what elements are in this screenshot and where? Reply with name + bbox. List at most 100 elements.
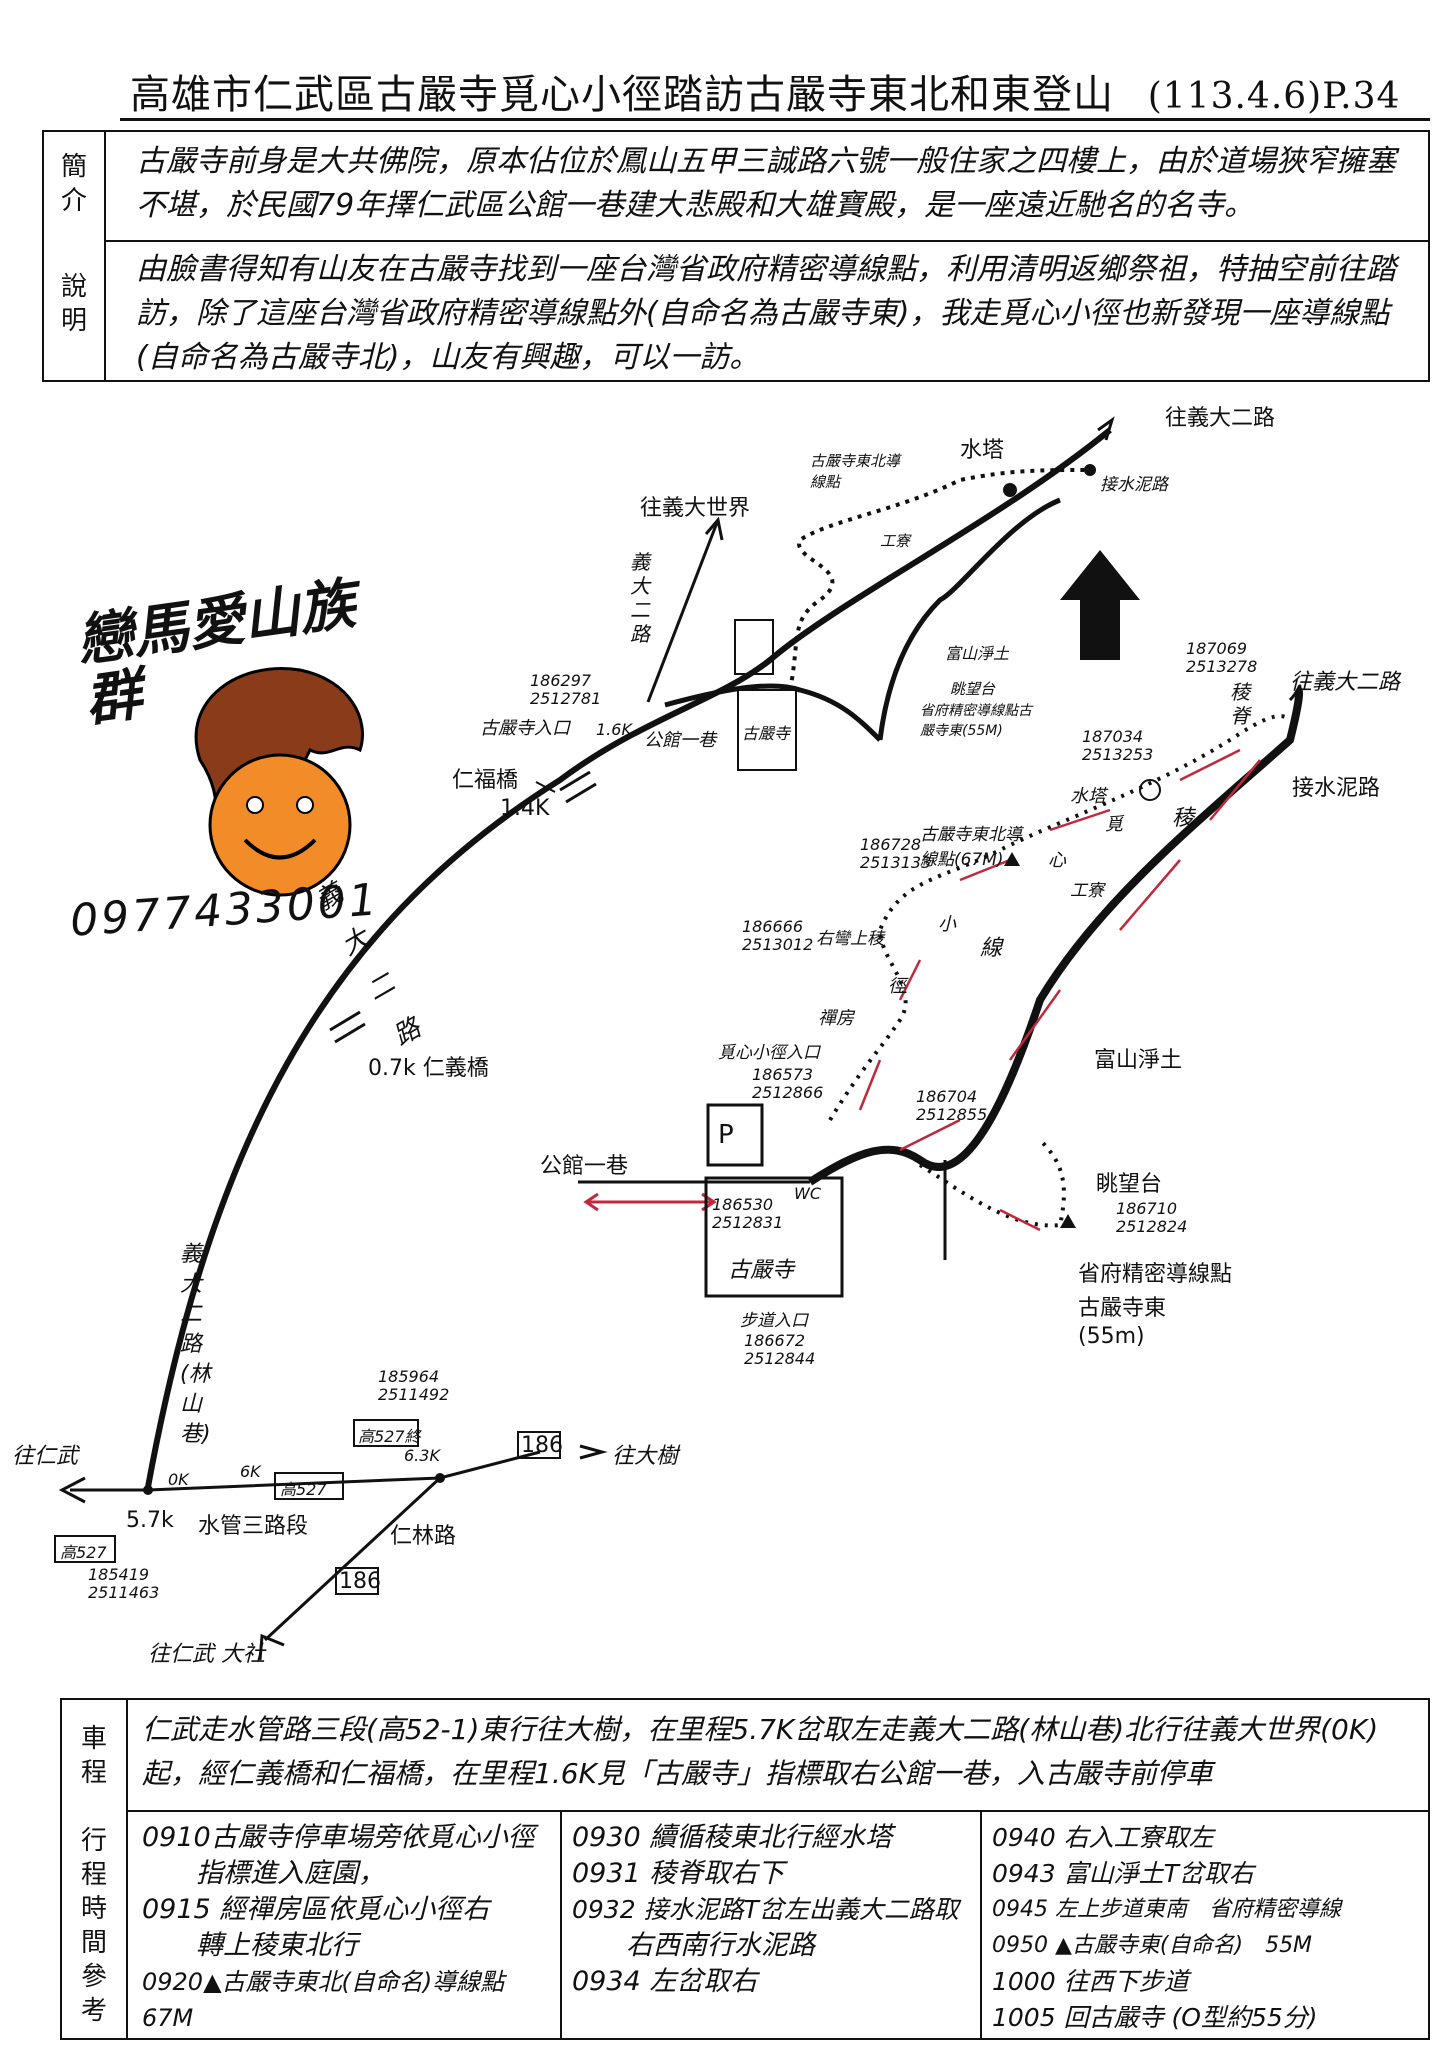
label-route-186-a: 186: [521, 1433, 563, 1458]
d-ridge: 稜脊: [1230, 680, 1250, 728]
schedule-col-1: 0910古嚴寺停車場旁依覓心小徑 指標進入庭園， 0915 經禪房區依覓心小徑右…: [142, 1820, 552, 2036]
intro-table: 簡介 古嚴寺前身是大共佛院，原本佔位於鳳山五甲三誠路六號一般住家之四樓上，由於道…: [42, 130, 1430, 382]
d-trail-char-3: 小: [938, 914, 956, 935]
sched-1-2: 指標進入庭園，: [142, 1858, 385, 1889]
label-route-186-b: 186: [339, 1569, 381, 1594]
d-east-height: (55m): [1078, 1324, 1145, 1349]
jct-05: [143, 1485, 153, 1495]
label-end: 高527終: [358, 1427, 421, 1446]
label-factory-top: 工寮: [880, 532, 911, 550]
arrow-to-dashu: [579, 1444, 608, 1460]
d-east-mark: 省府精密導線點: [1078, 1262, 1233, 1287]
sched-3-4: 0950 ▲古嚴寺東(自命名) 55M: [992, 1933, 1313, 1958]
d-step-coord: 186672 2512844: [744, 1331, 816, 1368]
sched-3-2: 0943 富山淨土T岔取右: [992, 1859, 1254, 1888]
d-vp-coord: 186710 2512824: [1116, 1199, 1188, 1236]
sched-2-5: 0934 左岔取右: [572, 1966, 758, 1997]
box-527-top: [274, 1472, 344, 1500]
eye-left: [246, 796, 264, 814]
sched-3-3: 0945 左上步道東南 省府精密導線: [992, 1897, 1341, 1922]
label-east-top: 省府精密導線點古嚴寺東(55M): [920, 703, 1032, 739]
d-trail-char-2: 心: [1048, 850, 1066, 871]
pointer-renfu: [535, 781, 556, 793]
detail-trail-east: [918, 1138, 1066, 1228]
detail-trail-loop: [828, 714, 1292, 1122]
schedule-col-2: 0930 續循稜東北行經水塔 0931 稜脊取右下 0932 接水泥路T岔左出義…: [572, 1820, 972, 2000]
detail-parking-box: [706, 1103, 764, 1167]
label-temple-top: 古嚴寺: [742, 724, 791, 743]
d-temple-coord: 186530 2512831: [712, 1195, 784, 1232]
trail-top: [788, 468, 1091, 691]
label-linshan-lane: 義大二路(林山巷): [180, 1242, 211, 1447]
sched-2-1: 0930 續循稜東北行經水塔: [572, 1822, 893, 1853]
d-ridge-word: 稜: [1172, 806, 1195, 831]
box-527-end: [353, 1419, 419, 1447]
sched-divider-1: [560, 1812, 562, 2038]
label-route-527-left: 高527: [60, 1543, 107, 1562]
label-tap-road-top: 接水泥路: [1100, 475, 1168, 495]
d-water-tower: 水塔: [1070, 786, 1106, 807]
road-shuiguan: [70, 1450, 541, 1492]
label-end-km: 6.3K: [404, 1446, 440, 1465]
note-label: 說明: [60, 272, 87, 336]
sched-3-6: 1005 回古嚴寺 (O型約55分): [992, 2003, 1318, 2032]
label-km-57: 5.7k: [126, 1508, 174, 1533]
orange-face: [208, 753, 352, 897]
logo-mascot: [194, 667, 364, 897]
d-rr-coord: 186666 2513012: [742, 917, 814, 954]
label-fushan-top: 富山淨土: [945, 644, 1010, 663]
d-ridge-coord: 187069 2513278: [1186, 639, 1258, 676]
road-renlin: [263, 1476, 442, 1642]
water-tower-icon: [1139, 779, 1161, 801]
d-trail-entrance: 覓心小徑入口: [718, 1043, 820, 1063]
road-to-yida-world: [646, 519, 720, 703]
box-186-a: [517, 1431, 561, 1459]
d-trail-word: 線: [980, 936, 1003, 961]
d-zen: 禪房: [818, 1008, 854, 1029]
triangle-mark-north: [1004, 852, 1020, 866]
label-end-coord: 185964 2511492: [378, 1367, 450, 1404]
schedule-label: 行程時間參考: [80, 1826, 107, 2026]
drive-divider-v: [126, 1700, 128, 2038]
sched-1-1: 0910古嚴寺停車場旁依覓心小徑: [142, 1822, 535, 1853]
d-trail-char-1: 覓: [1105, 814, 1123, 835]
label-entrance-coord: 186297 2512781: [530, 671, 602, 708]
arrow-to-yida-2nd-top: [1097, 416, 1115, 441]
label-sixk: 6K: [240, 1462, 261, 1481]
d-tap-road: 接水泥路: [1292, 776, 1381, 801]
intro-text: 古嚴寺前身是大共佛院，原本佔位於鳳山五甲三誠路六號一般住家之四樓上，由於道場狹窄…: [136, 144, 1396, 223]
detail-temple-box: [704, 1176, 844, 1298]
overview-map: [54, 416, 1303, 1661]
schedule-col-3: 0940 右入工寮取左 0943 富山淨土T岔取右 0945 左上步道東南 省府…: [992, 1820, 1422, 2036]
detail-concrete-road: [807, 686, 1303, 1186]
label-to-yida-2nd-top: 往義大二路: [1165, 406, 1276, 431]
box-temple-top: [737, 689, 797, 771]
d-temple: 古嚴寺: [728, 1258, 795, 1283]
detail-double-arrow: [583, 1192, 717, 1212]
label-to-renwu: 往仁武: [12, 1444, 79, 1469]
drive-label: 車程: [80, 1724, 107, 1788]
d-te-coord: 186573 2512866: [752, 1065, 824, 1102]
sched-divider-2: [980, 1812, 982, 2038]
eye-right: [296, 796, 314, 814]
d-to-yida-2nd: 往義大二路: [1290, 670, 1401, 695]
d-mid-coord: 186704 2512855: [916, 1087, 988, 1124]
bridge-renfu: [559, 770, 597, 804]
arrow-to-renwu: [58, 1476, 86, 1504]
label-water-tower-top: 水塔: [960, 438, 1005, 463]
d-trail-char-4: 徑: [888, 976, 906, 997]
d-factory: 工寮: [1070, 881, 1104, 901]
north-arrow-icon: [1060, 550, 1140, 660]
label-km-07: 0.7k 仁義橋: [368, 1056, 489, 1081]
d-north-mark: 古嚴寺東北導線點(67M): [920, 825, 1022, 870]
sched-1-3: 0915 經禪房區依覓心小徑右: [142, 1894, 490, 1925]
label-to-renwu-dashe: 往仁武 大社: [148, 1642, 265, 1667]
d-tower-coord: 187034 2513253: [1082, 727, 1154, 764]
d-east-name: 古嚴寺東: [1078, 1296, 1167, 1321]
drive-divider-h: [128, 1810, 1428, 1812]
sched-1-5: 0920▲古嚴寺東北(自命名)導線點67M: [142, 1968, 505, 2032]
page-title: 高雄市仁武區古嚴寺覓心小徑踏訪古嚴寺東北和東登山 (113.4.6)P.34: [130, 72, 1401, 118]
note-text: 由臉書得知有山友在古嚴寺找到一座台灣省政府精密導線點，利用清明返鄉祭祖，特抽空前…: [136, 252, 1396, 375]
d-right-ridge: 右彎上稜: [816, 929, 884, 949]
d-step-entrance: 步道入口: [740, 1311, 808, 1331]
